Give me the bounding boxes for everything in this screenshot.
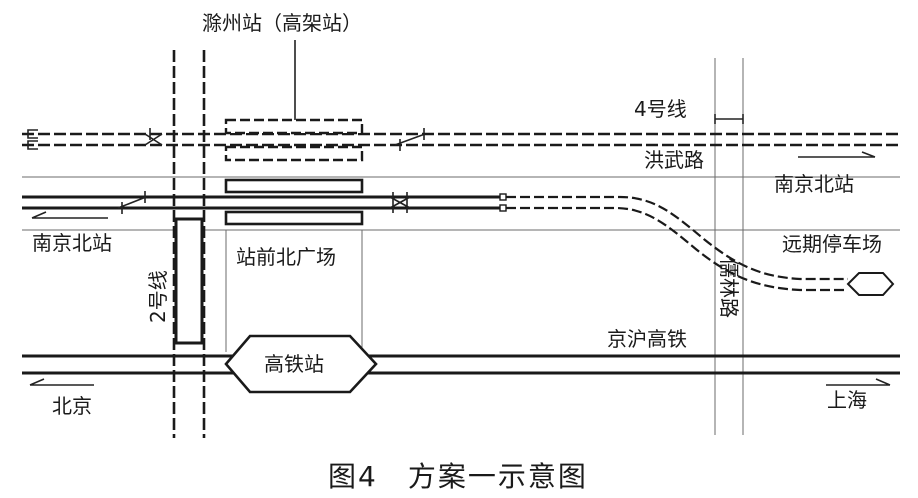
arrow-right-shanghai bbox=[826, 378, 891, 386]
chuzhou-platform-upper bbox=[224, 118, 364, 135]
label-line2: 2号线 bbox=[146, 270, 170, 323]
line2-station-box bbox=[174, 217, 204, 345]
label-plaza: 站前北广场 bbox=[236, 245, 336, 269]
label-future-depot: 远期停车场 bbox=[782, 232, 882, 256]
arrow-left-nanjing-north bbox=[31, 211, 108, 219]
label-hsr-station: 高铁站 bbox=[264, 352, 324, 376]
depot-symbol bbox=[846, 272, 895, 296]
direction-arrows bbox=[29, 151, 891, 386]
text-labels: 滁州站（高架站） 4号线 洪武路 南京北站 南京北站 远期停车场 站前北广场 2… bbox=[32, 11, 882, 418]
hsr-station-symbol bbox=[224, 334, 378, 394]
nanjing-north-line bbox=[22, 178, 895, 296]
line4-buffer-upper bbox=[27, 129, 38, 139]
platform-upper bbox=[224, 178, 364, 194]
arrow-right-nanjing-north bbox=[798, 151, 876, 158]
line4-buffer-lower bbox=[27, 140, 38, 150]
platform-lower bbox=[224, 210, 364, 226]
label-rulin-road: 儒林路 bbox=[717, 258, 741, 318]
line4-crossover-b bbox=[144, 133, 163, 146]
label-nanjing-north-right: 南京北站 bbox=[774, 172, 854, 196]
road-network bbox=[22, 58, 900, 435]
chuzhou-platform-lower bbox=[224, 145, 364, 162]
depot-curve-lower bbox=[506, 206, 848, 292]
label-beijing: 北京 bbox=[52, 394, 92, 418]
depot-curve-upper bbox=[506, 195, 848, 281]
label-line4: 4号线 bbox=[634, 97, 687, 121]
label-chuzhou-station: 滁州站（高架站） bbox=[202, 11, 362, 35]
arrow-left-beijing bbox=[29, 378, 94, 386]
label-hongwu-road: 洪武路 bbox=[644, 148, 704, 172]
nn-joint-lower bbox=[499, 204, 507, 212]
metro-line-2 bbox=[172, 50, 206, 438]
label-jinghu-hsr: 京沪高铁 bbox=[607, 327, 687, 351]
nn-joint-upper bbox=[499, 193, 507, 201]
figure-caption: 图4 方案一示意图 bbox=[328, 460, 588, 493]
metro-line-4 bbox=[22, 40, 900, 162]
label-shanghai: 上海 bbox=[827, 388, 867, 412]
label-nanjing-north-left: 南京北站 bbox=[32, 231, 112, 255]
jinghu-hsr bbox=[22, 334, 900, 394]
